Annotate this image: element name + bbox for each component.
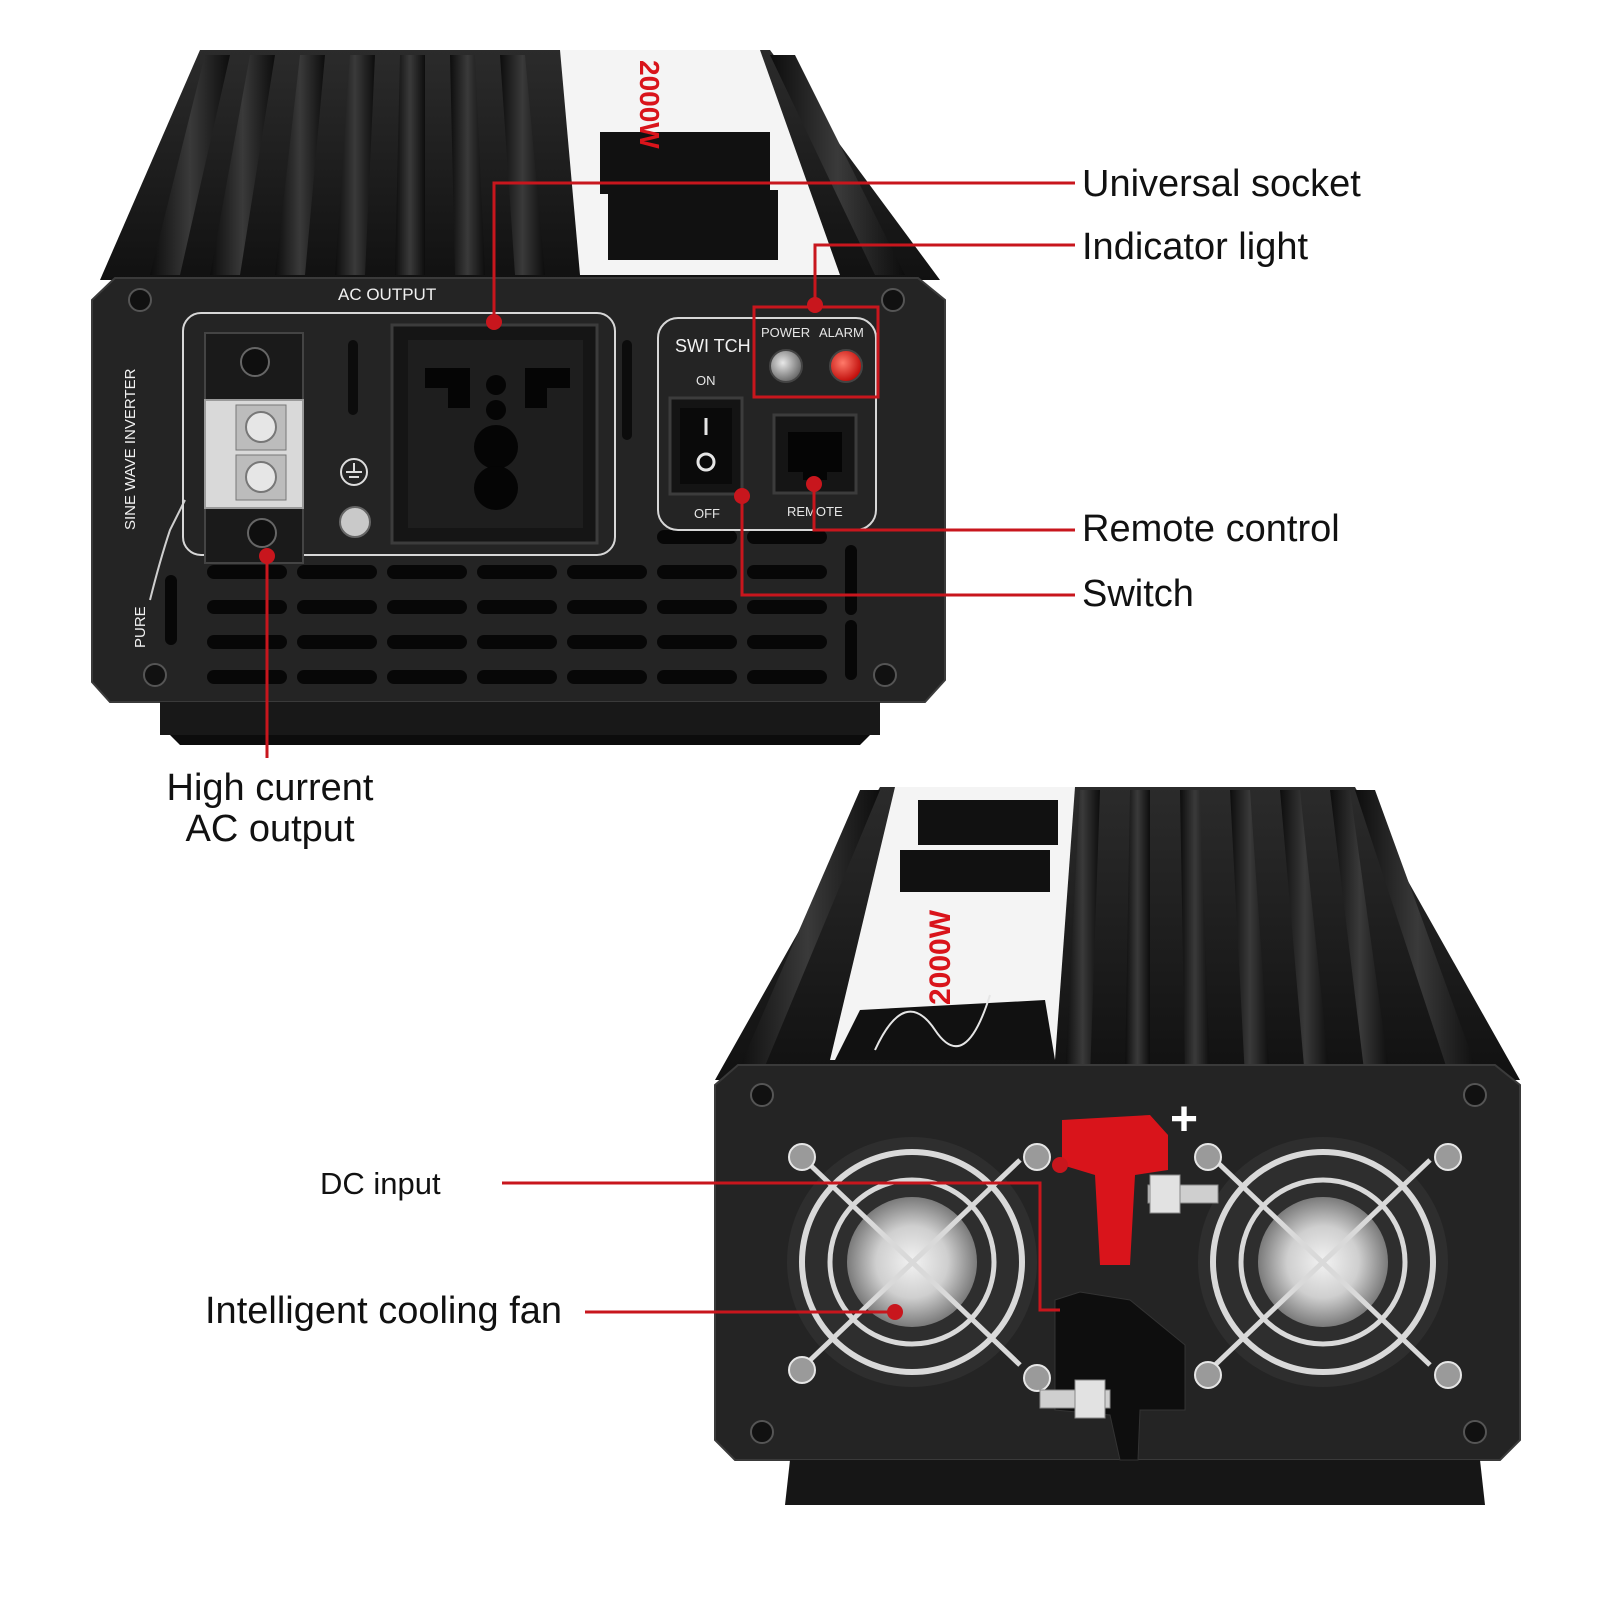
- screw-icon: [240, 347, 270, 377]
- high-current-label: High current AC output: [150, 767, 390, 851]
- control-frame: [657, 317, 877, 531]
- plus-symbol: +: [1170, 1093, 1198, 1146]
- switch-label-callout: Switch: [1082, 573, 1194, 615]
- ac-output-label: AC OUTPUT: [338, 285, 436, 304]
- remote-control-leader: [812, 484, 1075, 532]
- sine-wave-icon: [149, 499, 186, 601]
- alarm-led: [829, 349, 863, 383]
- dc-negative-terminal: [1039, 1291, 1186, 1461]
- on-label: ON: [696, 373, 716, 388]
- bottom-spec-plate-2: [900, 850, 1050, 892]
- switch-leader: [740, 496, 1075, 597]
- pure-text: PURE: [132, 606, 149, 648]
- bottom-mounting-foot: [785, 1460, 1485, 1505]
- leader-dots: [259, 297, 1068, 1320]
- screw-icon: [750, 1083, 774, 1107]
- top-vent-slots: [165, 530, 857, 684]
- screw-icon: [1434, 1361, 1462, 1389]
- bottom-panel-screws: [750, 1083, 1487, 1444]
- bottom-spec-plate-1: [918, 800, 1058, 845]
- top-panel-screws: [128, 288, 905, 687]
- screw-icon: [1463, 1420, 1487, 1444]
- cooling-fan-label: Intelligent cooling fan: [205, 1290, 563, 1332]
- side-text: SINE WAVE INVERTER: [122, 368, 139, 530]
- bottom-power-rating-graphic: 2000W: [924, 909, 957, 1005]
- ground-stud: [339, 506, 371, 538]
- leader-lines: [265, 181, 1075, 1314]
- dc-positive-terminal: +: [1062, 1093, 1219, 1265]
- screw-icon: [128, 288, 152, 312]
- screw-icon: [788, 1356, 816, 1384]
- screw-icon: [873, 663, 897, 687]
- screw-icon: [1463, 1083, 1487, 1107]
- alarm-label: ALARM: [819, 325, 864, 340]
- top-spec-plate-2: [608, 190, 778, 260]
- screw-icon: [143, 663, 167, 687]
- screw-icon: [750, 1420, 774, 1444]
- indicator-light-leader: [813, 243, 1075, 305]
- right-cooling-fan: [1194, 1137, 1462, 1389]
- screw-icon: [247, 518, 277, 548]
- top-mounting-foot: [160, 702, 880, 735]
- left-cooling-fan: [787, 1137, 1051, 1392]
- rocker-switch: [668, 396, 744, 496]
- sine-wave-icon: [874, 994, 991, 1051]
- top-housing-fins: [150, 55, 905, 275]
- off-label: OFF: [694, 506, 720, 521]
- high-current-line2: AC output: [185, 808, 355, 851]
- ground-icon: [340, 458, 368, 486]
- dc-input-label: DC input: [320, 1166, 441, 1201]
- switch-label: SWI TCH: [675, 336, 751, 356]
- screw-icon: [245, 411, 277, 443]
- power-label: POWER: [761, 325, 810, 340]
- universal-socket-leader: [492, 181, 1075, 322]
- bottom-wave-band: [835, 1000, 1055, 1060]
- top-power-rating-graphic: 2000W: [634, 60, 665, 149]
- screw-icon: [788, 1143, 816, 1171]
- remote-control-label: Remote control: [1082, 508, 1340, 550]
- power-led: [769, 349, 803, 383]
- top-spec-plate-1: [600, 132, 770, 194]
- screw-icon: [1194, 1143, 1222, 1171]
- screw-icon: [1194, 1361, 1222, 1389]
- screw-icon: [1023, 1364, 1051, 1392]
- screw-icon: [881, 288, 905, 312]
- remote-port: [772, 413, 858, 495]
- screw-icon: [1434, 1143, 1462, 1171]
- screw-icon: [245, 461, 277, 493]
- bottom-inverter: 2000W: [714, 787, 1521, 1505]
- high-current-terminal: [204, 332, 304, 564]
- top-inverter: 2000W SINE WAVE INVERTER PURE AC OUTPUT: [91, 50, 946, 745]
- screw-icon: [1023, 1143, 1051, 1171]
- high-current-line1: High current: [166, 767, 374, 809]
- bottom-housing-fins: [735, 790, 1480, 1078]
- dc-input-leader: [502, 1181, 1060, 1312]
- universal-socket-label: Universal socket: [1082, 163, 1361, 205]
- universal-socket: [390, 323, 599, 545]
- indicator-light-label: Indicator light: [1082, 226, 1309, 268]
- ac-output-frame: [182, 312, 616, 556]
